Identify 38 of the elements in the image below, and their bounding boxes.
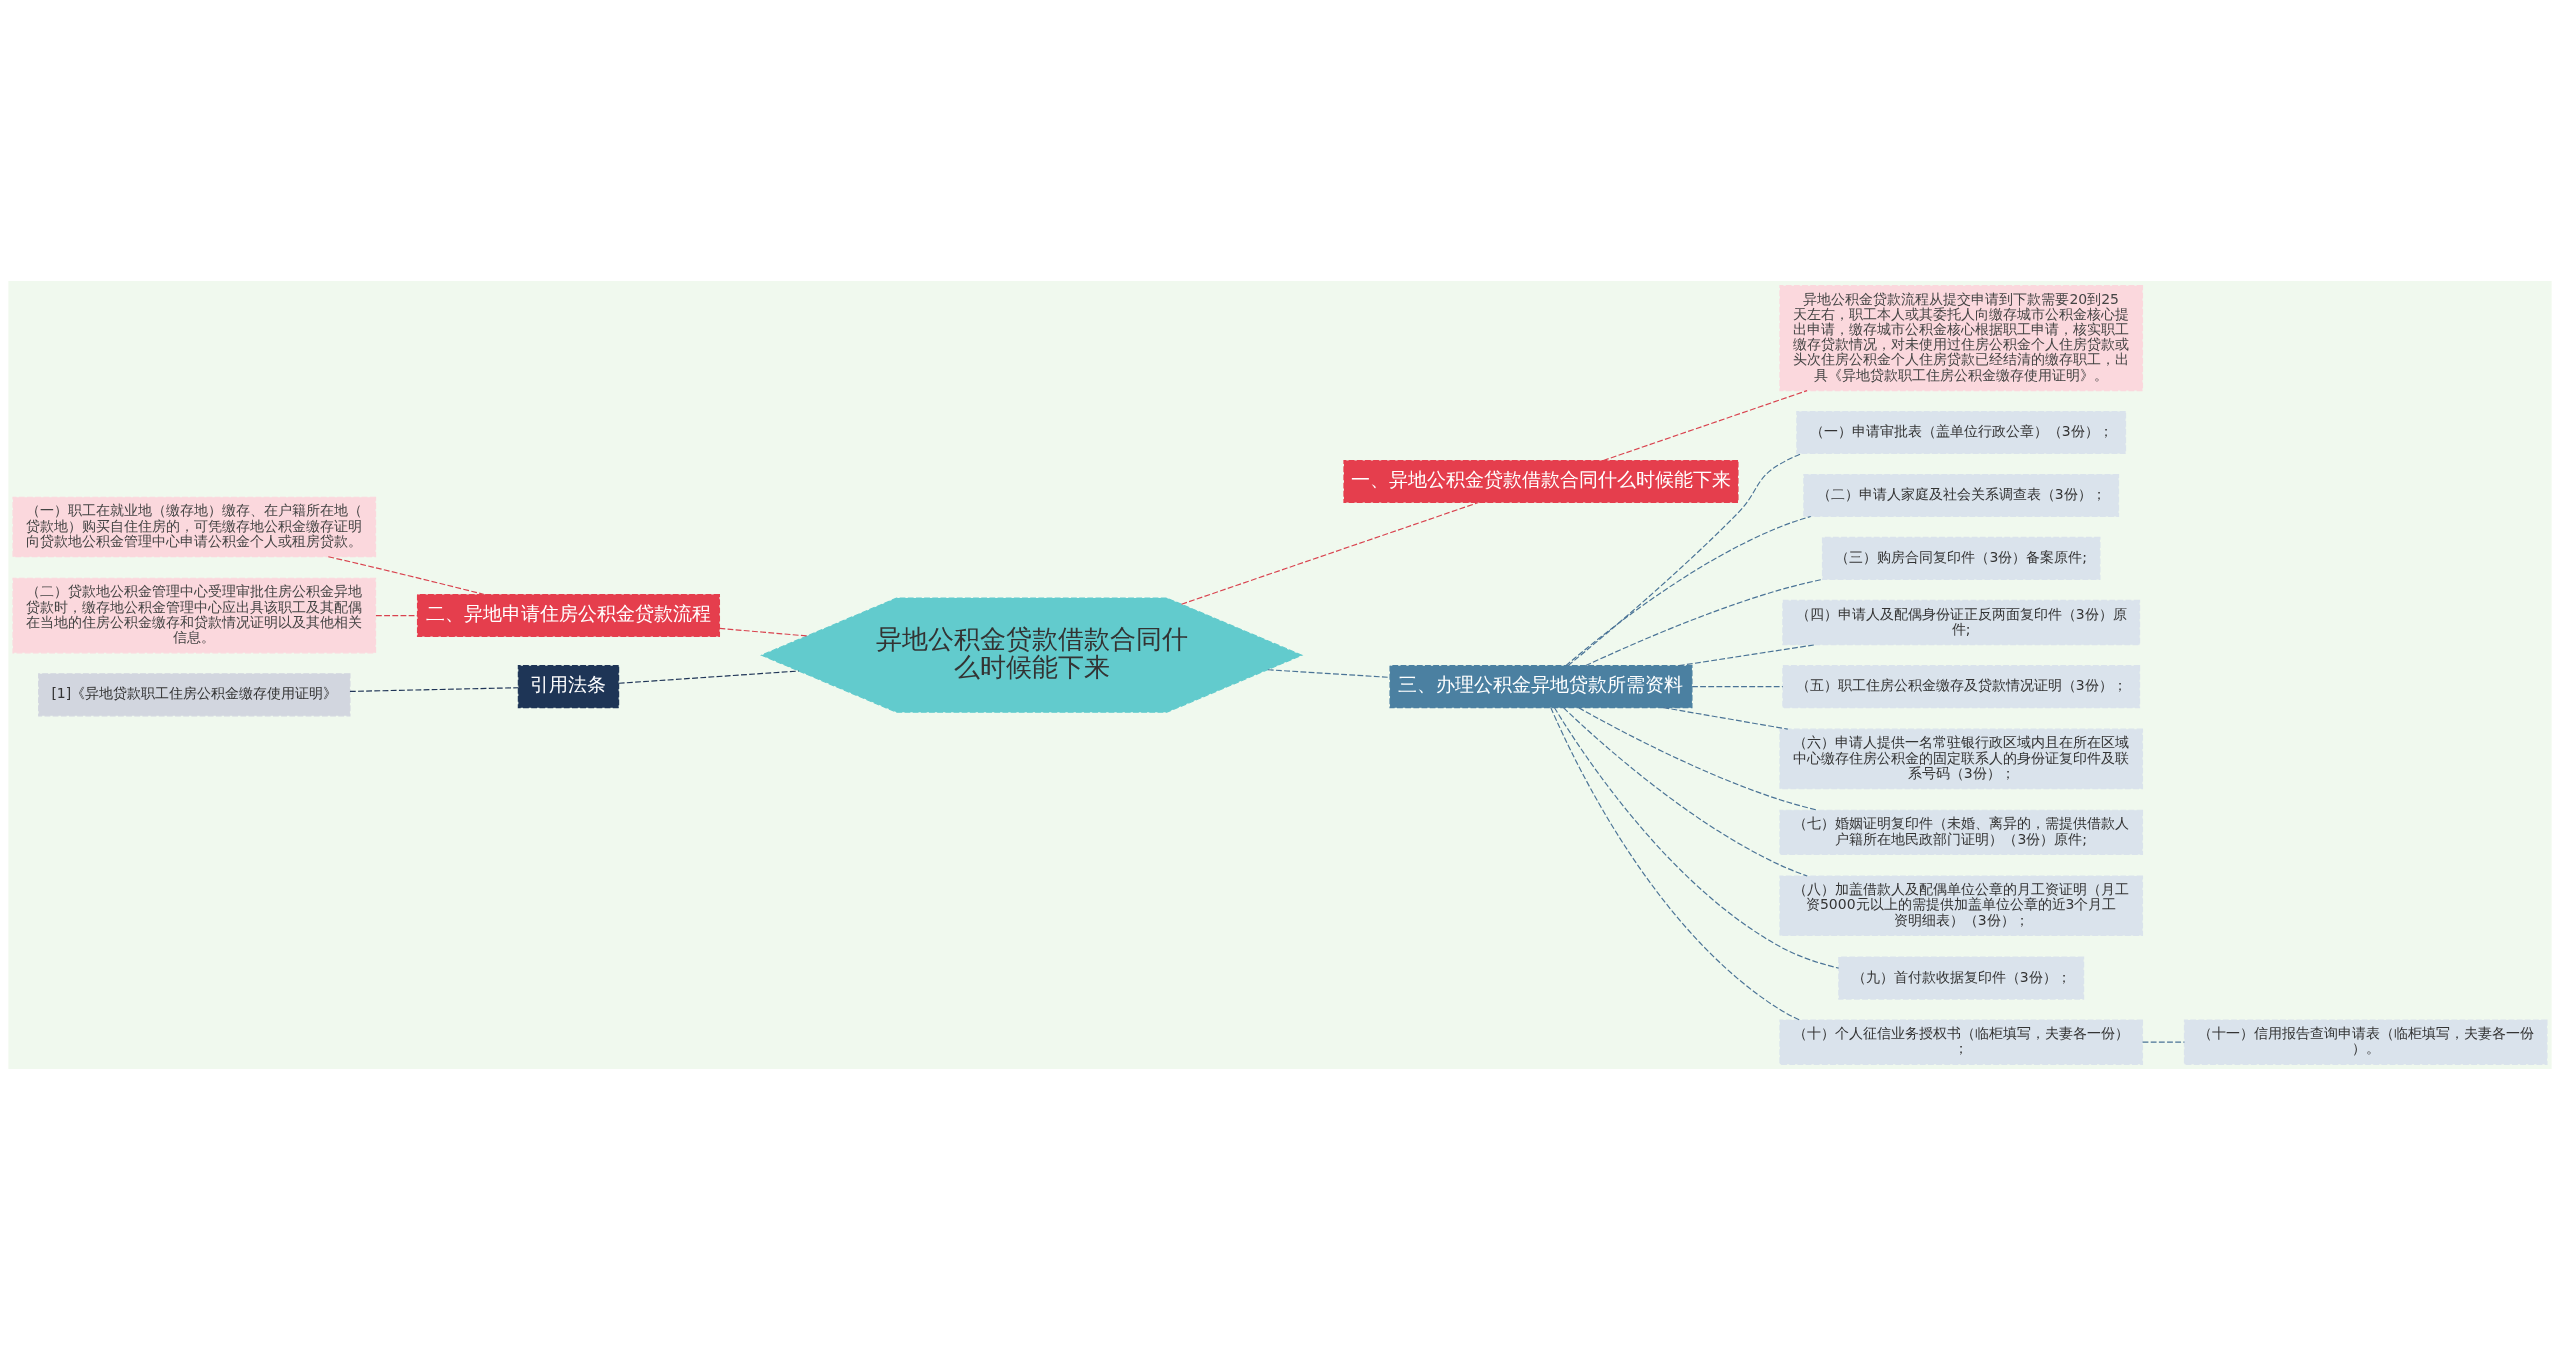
connector [1180, 501, 1479, 605]
connector [1550, 706, 1801, 1020]
connector [1567, 452, 1803, 666]
node-box: （二）贷款地公积金管理中心受理审批住房公积金异地贷款时，缴存地公积金管理中心应出具该职工及其配偶在当地的住房公积金缴存和贷款情况证明以及其他相关信息。 [12, 577, 377, 653]
connector [1267, 668, 1391, 678]
connector [1565, 515, 1812, 666]
node-box: （一）职工在就业地（缴存地）缴存、在户籍所在地（贷款地）购买自住住房的，可凭缴存地公积金缴存证明向贷款地公积金管理中心申请公积金个人或租房贷款。 [12, 496, 377, 557]
connector [1691, 685, 1784, 687]
node-box: 引用法条 [517, 664, 620, 708]
node-box: （一）申请审批表（盖单位行政公章）（3份）； [1796, 410, 2127, 454]
node-box: （十一）信用报告查询申请表（临柜填写，夫妻各一份）。 [2183, 1018, 2548, 1065]
node-box: （三）购房合同复印件（3份）备案原件; [1821, 536, 2101, 580]
connector [1563, 706, 1808, 877]
connector [1553, 706, 1840, 969]
connector [375, 614, 418, 616]
node-box: 异地公积金贷款流程从提交申请到下款需要20到25天左右，职工本人或其委托人向缴存城市公积金核心提出申请，缴存城市公积金核心根据职工申请，核实职工缴存贷款情况，对未使用过住房公积金个人住房贷款或头次住房公积金个人住房贷款已经结清的缴存职工，出具《异地贷款职工住房公积金缴存使用证明》。 [1779, 284, 2144, 391]
node-box: （八）加盖借款人及配偶单位公章的月工资证明（月工资5000元以上的需提供加盖单位公章的近3个月工资明细表）（3份）； [1779, 875, 2144, 936]
node-box: （九）首付款收据复印件（3份）； [1838, 956, 2085, 1000]
connector [1578, 706, 1819, 811]
node-box: [1]《异地贷款职工住房公积金缴存使用证明》 [38, 672, 351, 716]
node-box: （十）个人征信业务授权书（临柜填写，夫妻各一份）； [1779, 1018, 2144, 1065]
node-box: 三、办理公积金异地贷款所需资料 [1389, 664, 1693, 708]
node-box: 二、异地申请住房公积金贷款流程 [416, 593, 721, 637]
connector [1585, 578, 1823, 666]
connector [2142, 1041, 2185, 1043]
connector [1602, 389, 1808, 461]
node-box: （五）职工住房公积金缴存及贷款情况证明（3份）； [1782, 664, 2141, 708]
node-box: （四）申请人及配偶身份证正反两面复印件（3份）原件; [1782, 599, 2141, 645]
connector [1678, 643, 1816, 666]
node-box: 一、异地公积金贷款借款合同什么时候能下来 [1343, 459, 1739, 503]
connector [618, 669, 800, 684]
connector [349, 686, 519, 692]
connector [1663, 706, 1789, 730]
connector [719, 627, 808, 636]
node-box: （六）申请人提供一名常驻银行政区域内且在所在区域中心缴存住房公积金的固定联系人的身份证复印件及联系号码（3份）； [1779, 728, 2144, 789]
connector [327, 555, 485, 595]
node-box: （二）申请人家庭及社会关系调查表（3份）； [1803, 473, 2120, 517]
node-box: （七）婚姻证明复印件（未婚、离异的，需提供借款人户籍所在地民政部门证明）（3份）原件; [1779, 809, 2144, 855]
